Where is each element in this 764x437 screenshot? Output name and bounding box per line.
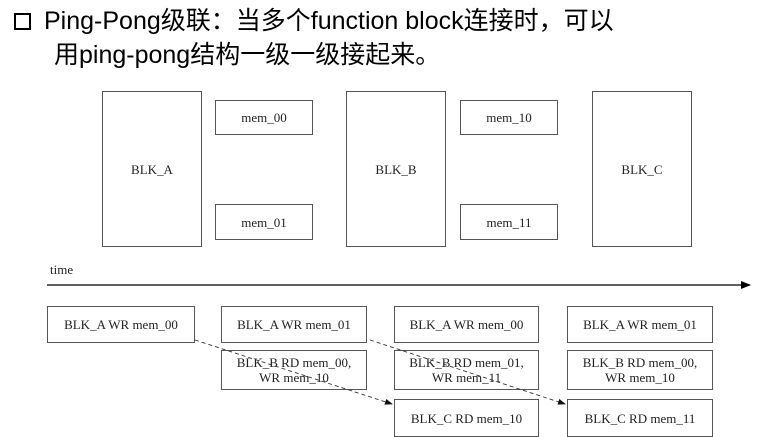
heading-line-1: Ping-Pong级联：当多个function block连接时，可以 bbox=[14, 4, 754, 38]
heading-text-1: Ping-Pong级联：当多个function block连接时，可以 bbox=[44, 7, 614, 35]
stage-col4-row2: BLK_B RD mem_00, WR mem_10 bbox=[567, 350, 713, 390]
stage-col3-row3: BLK_C RD mem_10 bbox=[394, 399, 539, 437]
memory-mem-01: mem_01 bbox=[215, 204, 313, 240]
memory-mem-10: mem_10 bbox=[460, 100, 558, 135]
block-blk-c: BLK_C bbox=[592, 91, 692, 247]
stage-col4-row3: BLK_C RD mem_11 bbox=[567, 399, 713, 437]
stage-col2-row2: BLK_B RD mem_00, WR mem_10 bbox=[221, 350, 367, 390]
stage-col4-row1: BLK_A WR mem_01 bbox=[567, 306, 713, 343]
block-blk-a: BLK_A bbox=[102, 91, 202, 247]
heading: Ping-Pong级联：当多个function block连接时，可以 用pin… bbox=[14, 4, 754, 72]
time-label: time bbox=[50, 262, 74, 277]
stage-col3-row2: BLK_B RD mem_01, WR mem_11 bbox=[394, 350, 539, 390]
memory-mem-00: mem_00 bbox=[215, 100, 313, 135]
block-blk-b: BLK_B bbox=[346, 91, 446, 247]
memory-mem-11: mem_11 bbox=[460, 204, 558, 240]
heading-text-2: 用ping-pong结构一级一级接起来。 bbox=[54, 41, 441, 69]
square-bullet-icon bbox=[14, 13, 31, 30]
stage-col1-row1: BLK_A WR mem_00 bbox=[47, 306, 195, 343]
stage-col2-row1: BLK_A WR mem_01 bbox=[221, 306, 367, 343]
stage-col3-row1: BLK_A WR mem_00 bbox=[394, 306, 539, 343]
